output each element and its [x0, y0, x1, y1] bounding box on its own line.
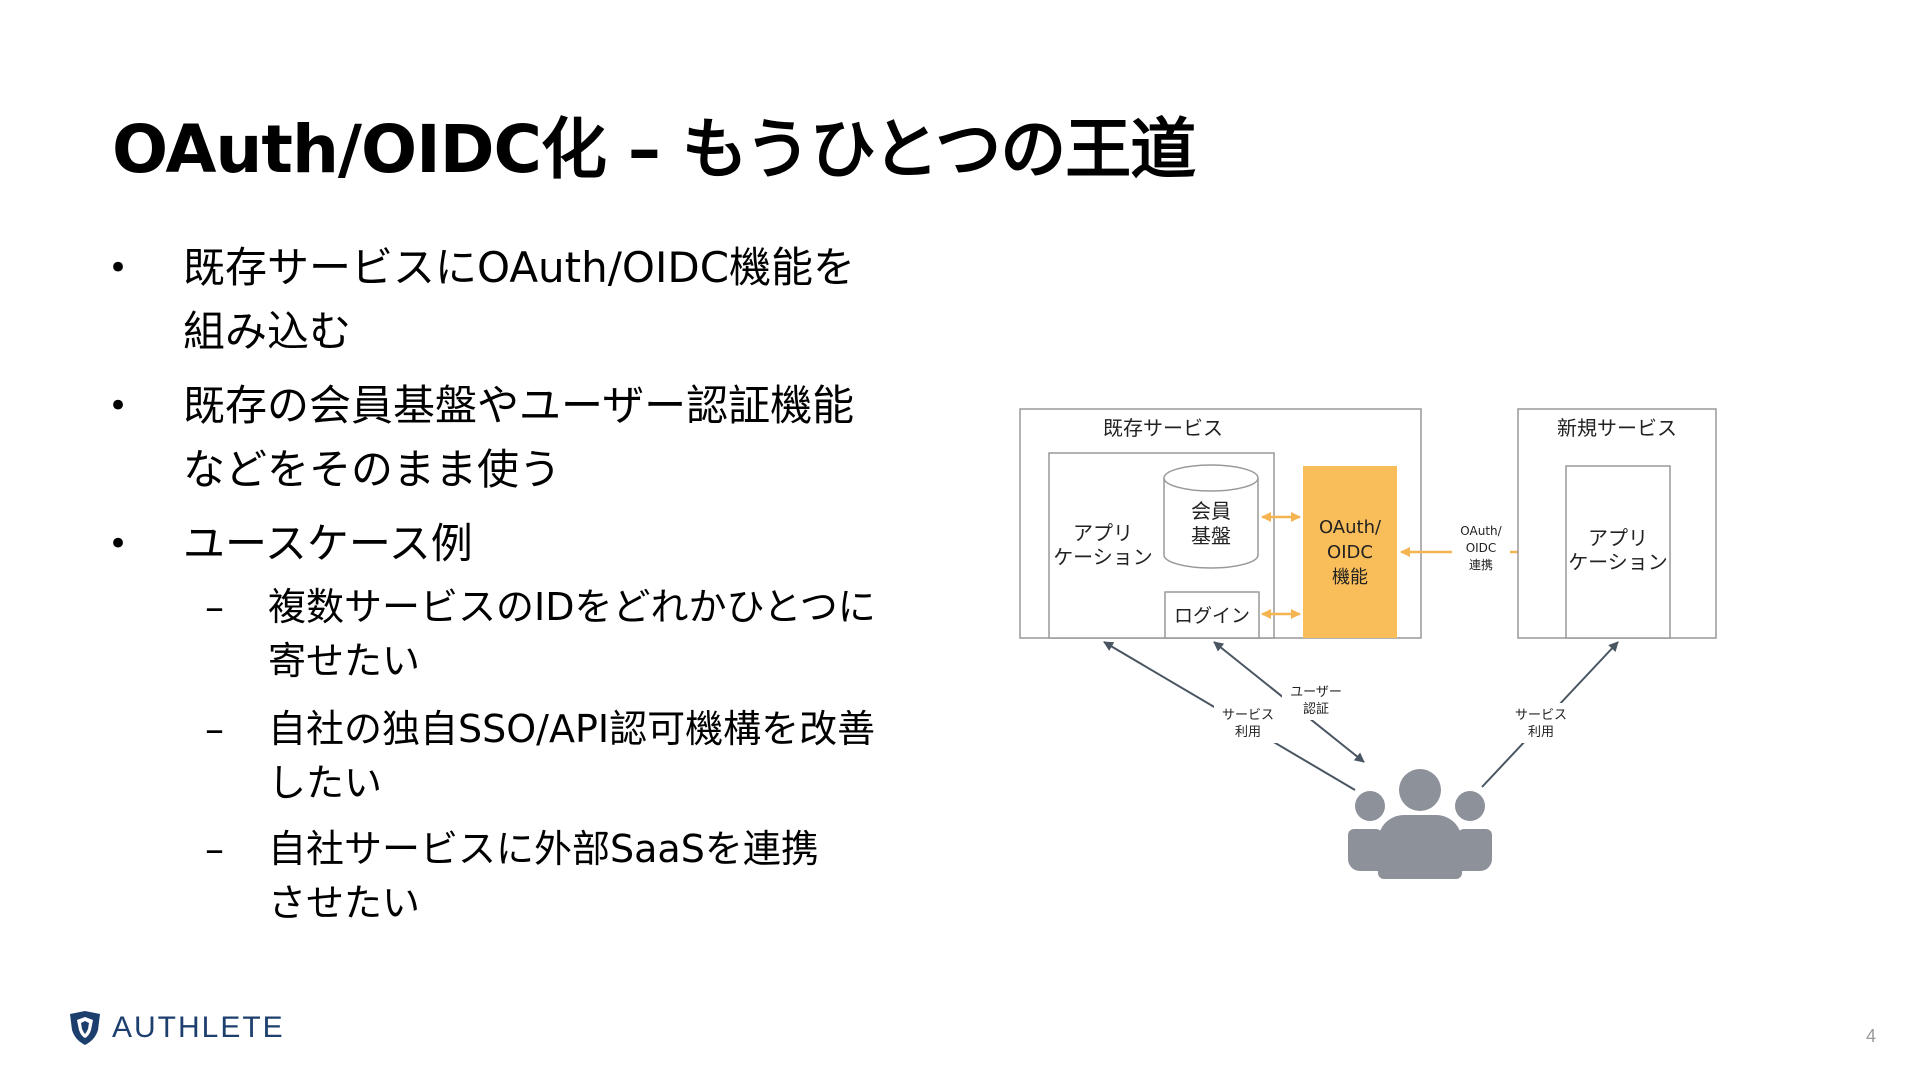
member-db-label: 会員	[1191, 499, 1231, 523]
bullet-text: 既存の会員基盤やユーザー認証機能	[183, 381, 855, 430]
bullet-text: 組み込む	[183, 307, 352, 356]
authlete-crest-icon	[70, 1011, 100, 1045]
service-use-arrow-left	[1103, 641, 1356, 791]
new-app-label: ケーション	[1568, 550, 1668, 574]
federation-label: OAuth/	[1460, 524, 1502, 538]
sub-bullet-marker: –	[205, 707, 224, 751]
bullet-marker: •	[108, 524, 129, 564]
slide-title: OAuth/OIDC化 – もうひとつの王道	[112, 111, 1196, 188]
bullet-text: などをそのまま使う	[183, 445, 562, 494]
service-use-label: 利用	[1528, 725, 1554, 740]
new-service-box	[1517, 408, 1717, 639]
app-label: アプリ	[1073, 521, 1133, 545]
service-use-label-bg	[1214, 703, 1282, 743]
sub-bullet-marker: –	[205, 585, 224, 629]
oauth-oidc-label: 機能	[1332, 567, 1368, 588]
federation-label: OIDC	[1466, 541, 1497, 555]
app-box	[1048, 452, 1275, 639]
bullet-marker: •	[108, 248, 129, 288]
login-box	[1164, 591, 1260, 639]
sub-bullet-text: 複数サービスのIDをどれかひとつに	[268, 585, 876, 629]
user-auth-label: 認証	[1303, 701, 1329, 717]
service-use-label: 利用	[1235, 725, 1261, 740]
oauth-oidc-label: OIDC	[1327, 542, 1373, 563]
oauth-oidc-label: OAuth/	[1319, 517, 1382, 538]
new-service-label: 新規サービス	[1557, 416, 1677, 440]
users-icon	[1348, 769, 1492, 879]
sub-bullet-text: 自社サービスに外部SaaSを連携	[268, 827, 819, 871]
member-db-label: 基盤	[1191, 524, 1231, 548]
bullet-marker: •	[108, 386, 129, 426]
user-auth-label-bg	[1282, 680, 1350, 720]
sub-bullet-text: 寄せたい	[268, 639, 421, 683]
sub-bullet-marker: –	[205, 827, 224, 871]
existing-service-label: 既存サービス	[1103, 416, 1223, 440]
service-use-arrow-right	[1481, 641, 1619, 788]
federation-label: 連携	[1469, 557, 1493, 572]
sub-bullet-text: したい	[268, 761, 383, 805]
login-label: ログイン	[1174, 605, 1250, 627]
service-use-label: サービス	[1515, 708, 1567, 723]
bullet-text: ユースケース例	[183, 519, 473, 568]
new-app-box	[1565, 465, 1671, 639]
bullet-text: 既存サービスにOAuth/OIDC機能を	[183, 243, 856, 292]
federation-label-bg	[1452, 522, 1510, 574]
service-use-label: サービス	[1222, 708, 1274, 723]
user-auth-label: ユーザー	[1290, 685, 1342, 700]
member-db-cylinder	[1163, 464, 1259, 569]
sub-bullet-text: 自社の独自SSO/API認可機構を改善	[268, 707, 876, 751]
authlete-logo: AUTHLETE	[68, 1010, 285, 1046]
oauth-oidc-box	[1303, 466, 1397, 638]
sub-bullet-text: させたい	[268, 881, 421, 925]
authlete-logo-text: AUTHLETE	[112, 1011, 285, 1044]
user-auth-arrow	[1213, 641, 1365, 763]
service-use-label-bg	[1507, 703, 1575, 743]
existing-service-box	[1019, 408, 1422, 639]
page-number: 4	[1865, 1026, 1876, 1046]
app-label: ケーション	[1053, 545, 1153, 569]
new-app-label: アプリ	[1588, 526, 1648, 550]
